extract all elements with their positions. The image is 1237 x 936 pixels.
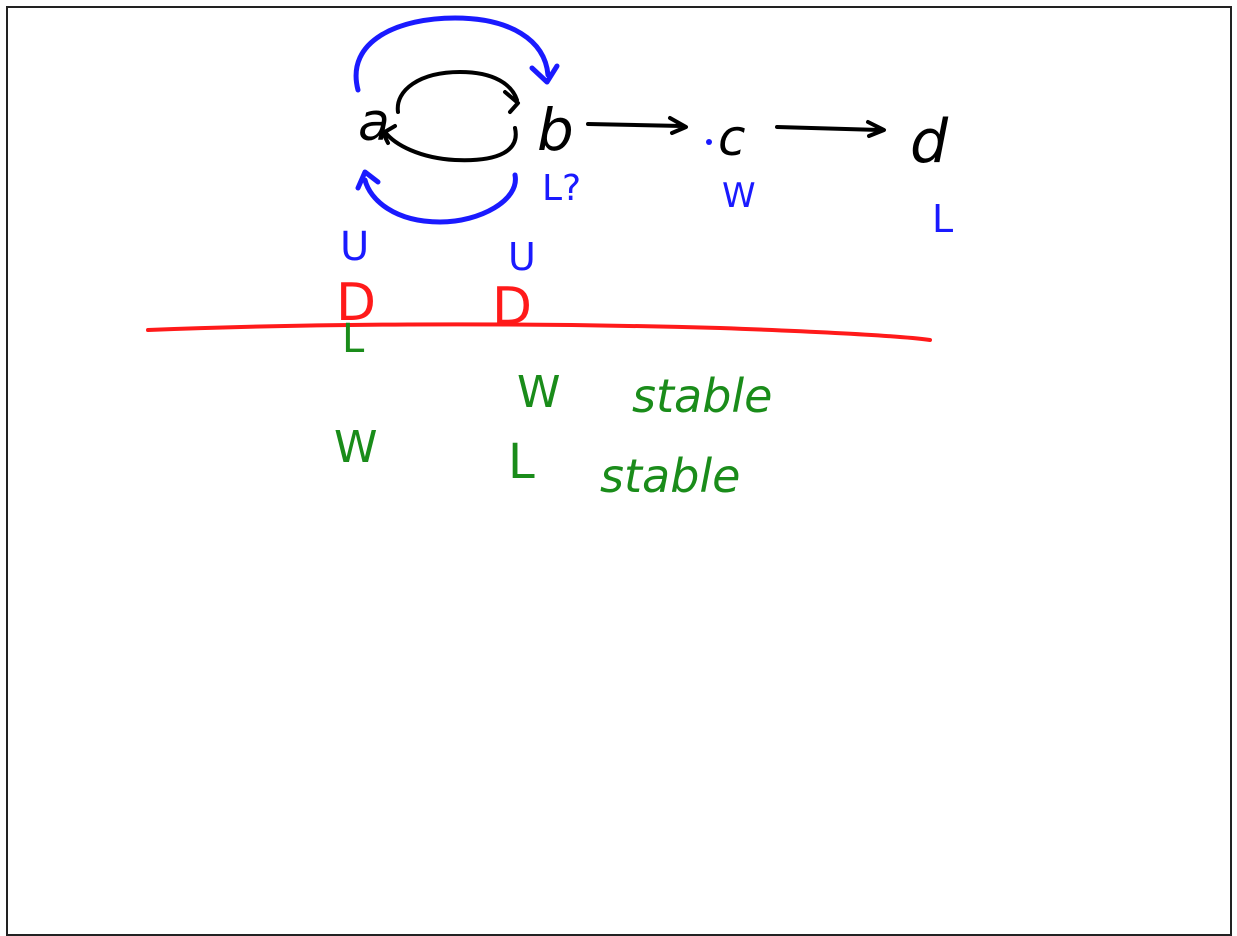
label-c-blue: W [722, 176, 756, 216]
blue-dot [706, 139, 712, 145]
label-stable-1: stable [632, 369, 772, 423]
blue-arrow-top [353, 15, 560, 93]
node-c: c [718, 109, 746, 167]
label-a-green-l: L [342, 316, 365, 362]
red-divider-line [146, 322, 932, 342]
node-d: d [910, 107, 949, 177]
label-d-blue: L [932, 197, 953, 241]
blue-arrow-bottom [355, 169, 518, 225]
edge-a-to-b [395, 70, 520, 114]
label-a-blue-u: U [340, 224, 369, 270]
label-stable-2: stable [600, 449, 740, 503]
node-a: a [358, 93, 390, 153]
node-b: b [537, 96, 574, 164]
label-b-red: D [492, 277, 532, 337]
label-b-blue-u: U [508, 235, 536, 279]
label-a-green-w: W [334, 422, 378, 473]
label-b-green-l: L [508, 434, 535, 490]
label-b-green-w: W [517, 367, 561, 418]
edge-c-to-d [775, 120, 886, 138]
edge-b-to-c [586, 116, 688, 135]
label-b-blue: L? [542, 168, 581, 209]
edge-b-to-a [381, 124, 518, 163]
